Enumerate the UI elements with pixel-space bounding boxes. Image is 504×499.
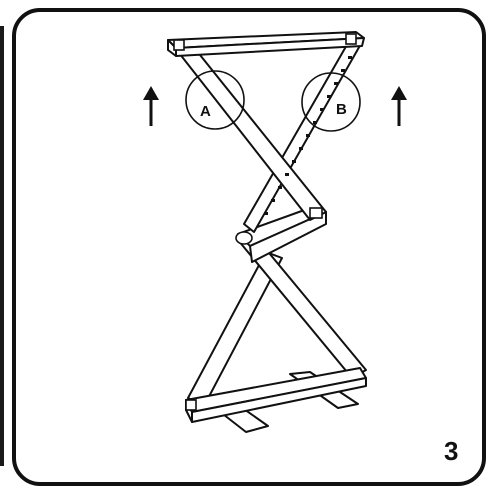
hinge-middle (235, 231, 253, 245)
rail-slots (264, 56, 352, 215)
hinge-top-left (173, 39, 185, 51)
arrow-up-icon (143, 86, 159, 126)
step-number: 3 (444, 436, 459, 466)
hinge-bottom-left (185, 399, 197, 411)
arrow-up-icon (391, 86, 407, 126)
hinge-mid-right (309, 207, 323, 219)
page-edge-bar (0, 26, 4, 466)
callout-b-circle (301, 72, 361, 132)
hinge-top-right (345, 33, 357, 45)
frame-mid-right-front (249, 211, 327, 263)
callout-a-circle (185, 70, 245, 130)
callout-b-label: B (336, 101, 347, 118)
callout-a-label: A (200, 103, 211, 120)
